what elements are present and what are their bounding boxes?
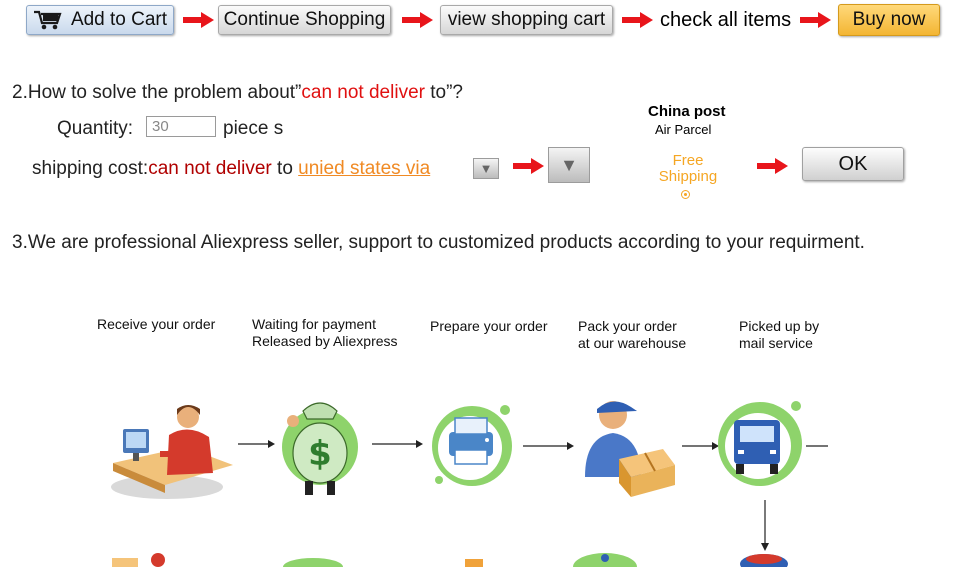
step-label-pack-order: Pack your order at our warehouse [578, 318, 687, 351]
free-shipping-line1: Free [672, 152, 704, 169]
arrow-right-icon [757, 158, 788, 174]
question-prefix: 2.How to solve the problem about” [12, 82, 302, 103]
arrow-right-icon [622, 12, 653, 28]
flow-line-icon [806, 445, 828, 447]
quantity-label: Quantity: [57, 118, 134, 139]
free-shipping-radio[interactable] [681, 190, 690, 199]
section-2-heading: 2.How to solve the problem about”can not… [12, 82, 463, 104]
view-shopping-cart-label: view shopping cart [447, 9, 606, 30]
green-circle-icon [283, 558, 343, 567]
warehouse-worker-icon [585, 401, 675, 497]
step-label-prepare-order: Prepare your order [430, 318, 548, 334]
package-icon [465, 559, 483, 567]
shipping-destination-link[interactable]: unied states via [298, 158, 431, 179]
shipping-dropdown-toggle[interactable]: ▼ [473, 158, 499, 179]
check-all-items-text: check all items [660, 9, 792, 31]
free-shipping-label: Free Shipping [652, 153, 724, 185]
shopping-cart-icon [33, 10, 62, 30]
quantity-input[interactable]: 30 [146, 116, 216, 137]
flow-arrow-down-icon [761, 500, 769, 551]
flow-arrow-icon [682, 442, 719, 450]
money-bag-icon: $ [282, 402, 358, 495]
desk-worker-icon [111, 405, 233, 499]
printer-icon [432, 405, 512, 486]
step-label-receive-order: Receive your order [97, 316, 216, 332]
courier-head-icon [740, 554, 788, 567]
ok-label: OK [838, 152, 868, 175]
shipping-dropdown-enlarged[interactable]: ▼ [548, 147, 590, 183]
add-to-cart-label: Add to Cart [70, 9, 168, 30]
question-suffix: to”? [424, 82, 463, 103]
continue-shopping-label: Continue Shopping [223, 9, 386, 30]
ok-button[interactable]: OK [802, 147, 904, 181]
triangle-down-icon: ▼ [560, 154, 578, 175]
delivery-truck-icon [718, 401, 802, 486]
question-highlight: can not deliver [301, 82, 425, 103]
shipping-cost-label: shipping cost: [32, 158, 149, 179]
view-shopping-cart-button[interactable]: view shopping cart [440, 5, 613, 35]
add-to-cart-button[interactable]: Add to Cart [26, 5, 174, 35]
buy-now-label: Buy now [852, 9, 926, 30]
shipping-cost-row: shipping cost:can not deliver to unied s… [32, 158, 430, 180]
section-3-text: 3.We are professional Aliexpress seller,… [12, 232, 865, 253]
arrow-right-icon [800, 12, 831, 28]
step-label-picked-up: Picked up by mail service [739, 318, 820, 351]
flow-arrow-icon [238, 440, 275, 448]
arrow-right-icon [402, 12, 433, 28]
carrier-name: China post [648, 103, 726, 120]
quantity-unit: piece s [223, 118, 284, 139]
step-label-waiting-payment: Waiting for payment Released by Aliexpre… [252, 316, 398, 349]
flow-arrow-icon [523, 442, 574, 450]
courier-icon [112, 553, 165, 567]
buy-now-button[interactable]: Buy now [838, 4, 940, 36]
triangle-down-icon: ▼ [479, 161, 493, 176]
carrier-service: Air Parcel [655, 122, 712, 137]
shipping-status: can not deliver [148, 158, 272, 179]
arrow-right-icon [183, 12, 214, 28]
flow-arrow-icon [372, 440, 423, 448]
shipping-to-text: to [271, 158, 299, 179]
free-shipping-line2: Shipping [658, 168, 718, 185]
svg-text:$: $ [308, 434, 332, 474]
green-circle-icon [573, 553, 637, 567]
continue-shopping-button[interactable]: Continue Shopping [218, 5, 391, 35]
arrow-right-icon [513, 158, 544, 174]
